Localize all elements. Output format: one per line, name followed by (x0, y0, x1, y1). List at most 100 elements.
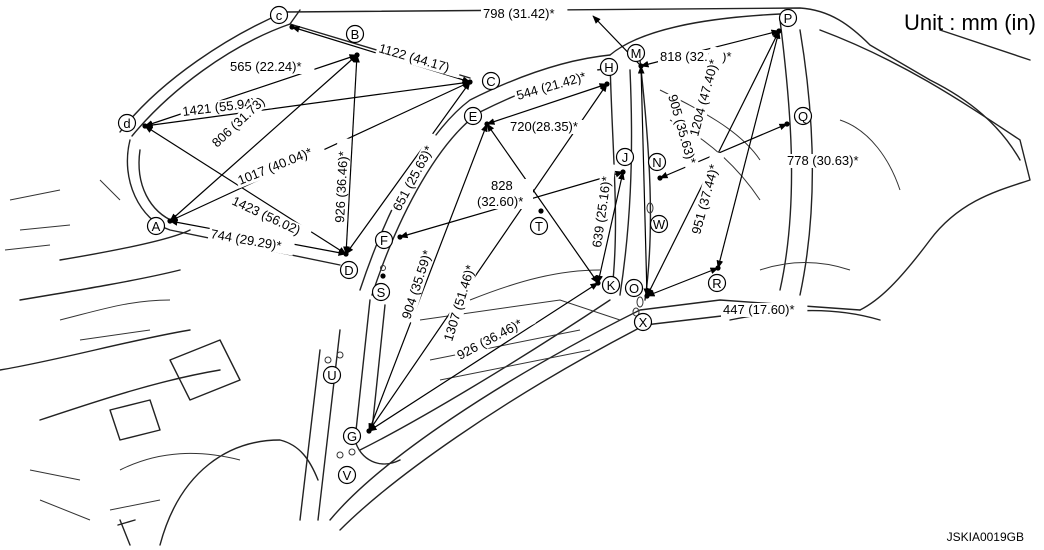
measurement-line-C-D (345, 81, 471, 255)
dimension-label-E-H: 544 (21.42)* (513, 66, 600, 104)
point-K: K (595, 275, 621, 295)
point-label-X: X (639, 315, 648, 330)
point-dot-M (638, 63, 644, 69)
point-J: J (615, 147, 635, 175)
point-N: N (647, 152, 667, 181)
point-dot-Q (784, 121, 790, 127)
point-label-N: N (652, 155, 661, 170)
dimension-text: 639 (25.16)* (589, 175, 614, 248)
point-label-c: c (276, 8, 283, 23)
point-marker-F (374, 230, 394, 250)
point-label-T: T (535, 219, 543, 234)
point-label-Q: Q (798, 109, 808, 124)
point-dot-N (657, 175, 663, 181)
point-P: P (776, 8, 798, 34)
point-dot-E (484, 121, 490, 127)
dimension-label-O-R: 447 (17.60)* (721, 302, 808, 317)
dimension-label-J-K: 639 (25.16)* (589, 162, 616, 251)
point-marker-B (345, 24, 365, 44)
point-label-H: H (604, 60, 613, 75)
point-X: X (633, 312, 653, 332)
dimension-label-E-K: 720(28.35)* (508, 119, 588, 134)
point-dot-B (354, 52, 360, 58)
point-H: H (599, 57, 619, 87)
dimension-text: 926 (36.46)* (454, 316, 524, 363)
point-marker-H (599, 57, 619, 77)
point-dot-G (366, 428, 372, 434)
point-label-B: B (351, 27, 360, 42)
point-label-D: D (344, 263, 353, 278)
dimension-text: 744 (29.29)* (209, 226, 282, 253)
point-C: C (467, 71, 501, 91)
measurement-line-O-R (646, 267, 719, 297)
point-marker-T (529, 216, 549, 236)
point-dot-c (289, 24, 295, 30)
dimension-label-A-C: 1017 (40.04)* (234, 140, 327, 189)
point-d: d (117, 113, 148, 133)
dimension-text-line2: (32.60)* (477, 194, 523, 209)
point-label-C: C (486, 74, 495, 89)
dimension-text: 447 (17.60)* (723, 302, 795, 317)
point-S: S (371, 273, 391, 302)
point-label-G: G (347, 429, 357, 444)
point-marker-E (463, 106, 483, 126)
point-dot-H (604, 81, 610, 87)
point-marker-M (626, 43, 646, 63)
point-marker-S (371, 282, 391, 302)
point-marker-G (342, 426, 362, 446)
point-marker-Q (793, 106, 813, 126)
point-marker-C (481, 71, 501, 91)
dimension-text: 565 (22.24)* (230, 59, 302, 74)
dimension-text: 926 (36.46)* (332, 151, 351, 223)
point-label-W: W (653, 217, 666, 232)
point-dot-O (644, 293, 650, 299)
point-dot-d (142, 123, 148, 129)
point-label-d: d (123, 116, 130, 131)
point-marker-K (601, 275, 621, 295)
point-label-E: E (469, 109, 478, 124)
point-F: F (374, 230, 403, 250)
dimension-text: 720(28.35)* (510, 119, 578, 134)
point-Q: Q (784, 106, 813, 127)
point-dot-R (715, 265, 721, 271)
point-label-A: A (152, 219, 161, 234)
point-marker-O (624, 278, 644, 298)
point-dot-T (538, 208, 544, 214)
point-dot-A (167, 218, 173, 224)
point-T: T (529, 208, 549, 236)
dimension-text: 904 (35.59)* (399, 248, 435, 321)
dimension-text: 651 (25.63)* (389, 143, 436, 213)
point-dot-C (467, 79, 473, 85)
point-marker-A (146, 216, 166, 236)
point-marker-R (707, 273, 727, 293)
point-R: R (707, 265, 727, 293)
point-marker-U (322, 365, 342, 385)
dimension-label-M-callout: 798 (31.42)* (481, 6, 568, 21)
point-G: G (342, 426, 372, 446)
point-dot-P (776, 28, 782, 34)
measurement-line-H-G (368, 83, 608, 432)
dimension-text: 1204 (47.40)* (686, 58, 721, 138)
point-dot-J (620, 169, 626, 175)
point-c: c (269, 5, 295, 30)
dimension-label-F-J: 828(32.60)* (475, 178, 533, 209)
point-label-U: U (327, 368, 336, 383)
dimension-label-C-D: 651 (25.63)* (389, 132, 443, 216)
point-E: E (463, 106, 490, 127)
point-O: O (624, 278, 650, 299)
dimension-label-B-D: 926 (36.46)* (332, 138, 352, 226)
dimension-text: 544 (21.42)* (515, 69, 588, 103)
point-label-M: M (631, 46, 642, 61)
point-marker-d (117, 113, 137, 133)
point-D: D (339, 251, 359, 280)
measurement-line-M-O (637, 65, 651, 297)
dimension-text: 778 (30.63)* (787, 153, 859, 168)
dimension-label-c-C: 1122 (44.17) (375, 40, 463, 79)
measurement-line-N-Q (659, 123, 788, 179)
point-label-F: F (380, 233, 388, 248)
point-marker-P (778, 8, 798, 28)
point-marker-D (339, 260, 359, 280)
dimension-label-N-Q: 778 (30.63)* (785, 153, 872, 168)
